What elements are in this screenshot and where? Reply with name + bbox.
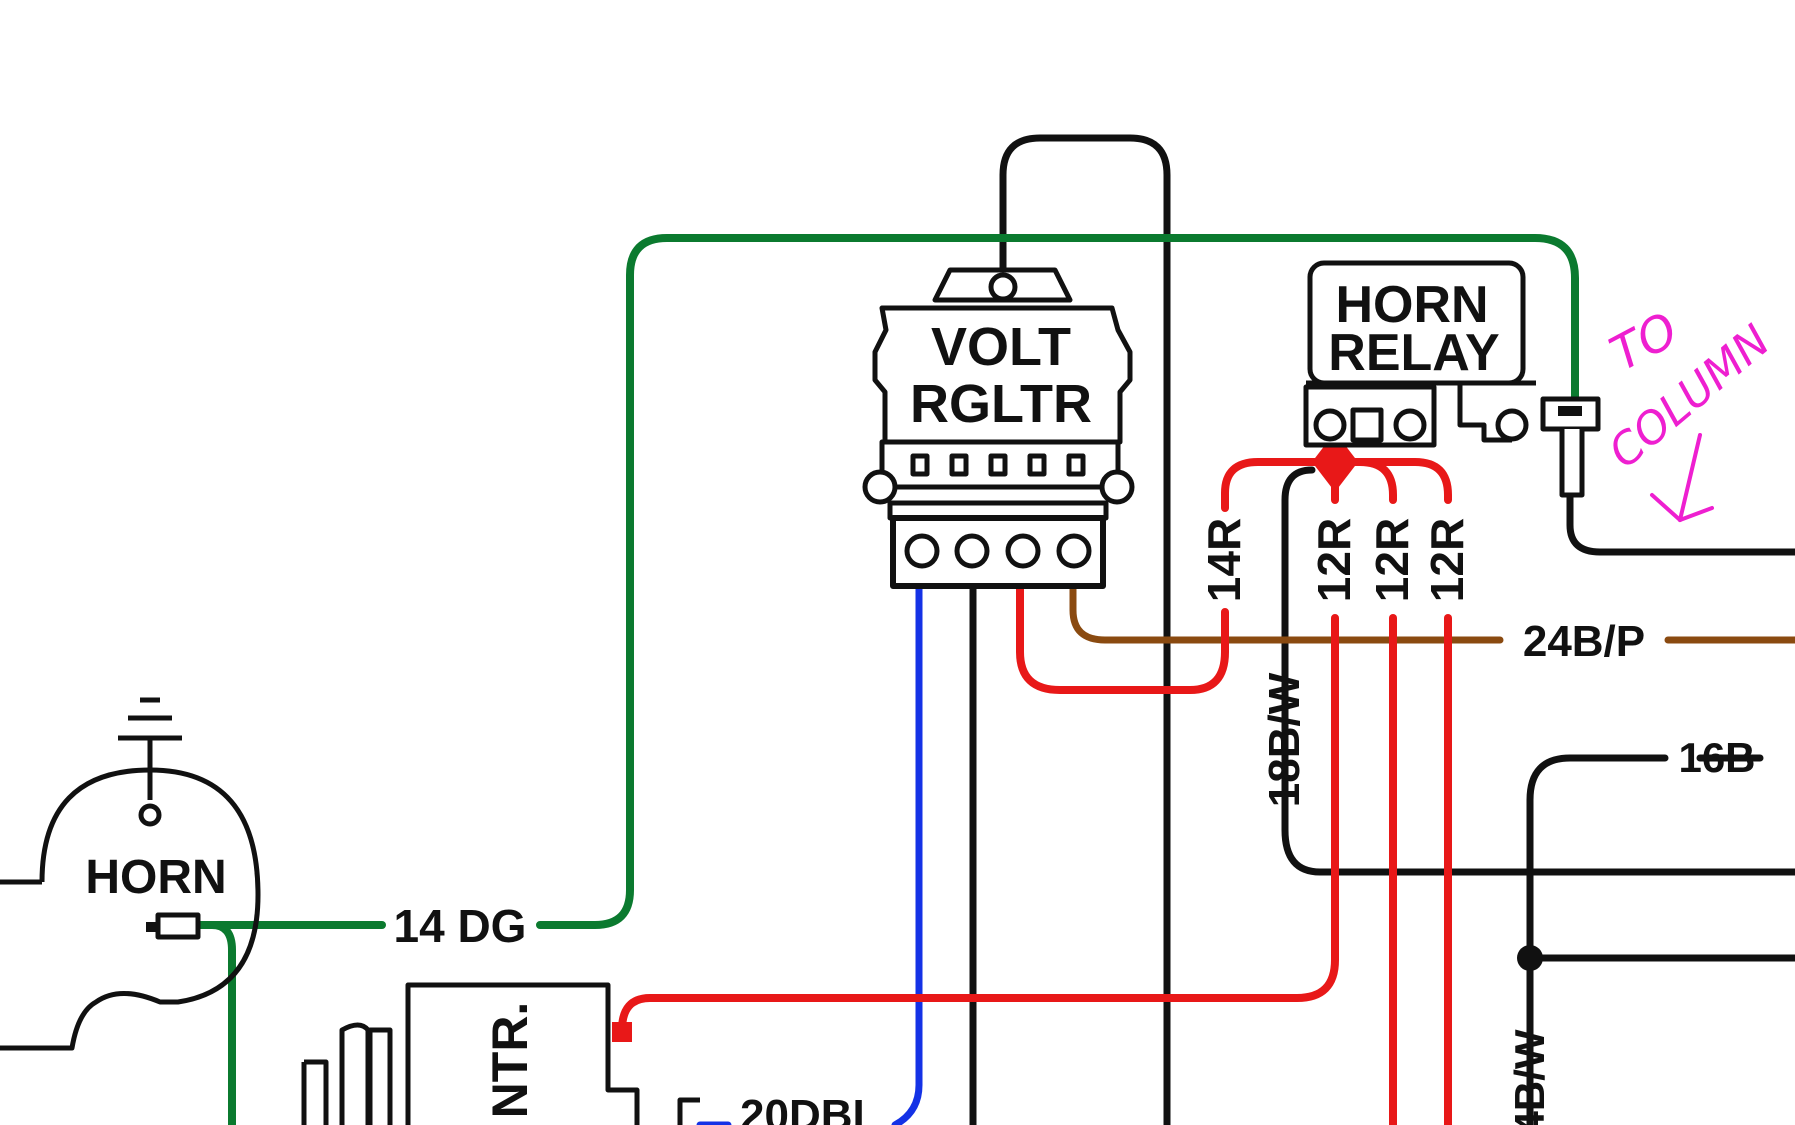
red-wire-end-terminal	[612, 1022, 632, 1042]
voltage-regulator	[862, 267, 1135, 589]
brown-wire-24bp-left	[1069, 551, 1504, 644]
black-splice-dot	[1517, 945, 1543, 971]
green-wire-14dg-right	[536, 234, 1579, 929]
red-wire-14r	[1221, 458, 1337, 512]
wire-label-14r: 14R	[1198, 518, 1250, 602]
red-wire-12r-a-down	[618, 614, 1339, 1034]
wire-label-20dbl: 20DBL	[740, 1091, 879, 1125]
black-wire-18bw	[1281, 466, 1795, 876]
wire-label-16b: 16B	[1678, 734, 1755, 781]
wire-label-12r-c: 12R	[1421, 518, 1473, 602]
red-wire-regulator-to-14r	[1016, 551, 1229, 694]
partial-component-box	[301, 982, 700, 1125]
black-wire-16b-drop	[1526, 754, 1669, 1125]
wire-label-14dg: 14 DG	[394, 900, 527, 952]
wire-label-18bw: 18B/W	[1260, 672, 1309, 807]
volt-regulator-label-line2: RGLTR	[910, 374, 1092, 434]
partial-component-label: NTR.	[482, 1002, 538, 1119]
handwritten-arrow-icon	[1650, 433, 1714, 522]
wire-label-4bw: 4B/W	[1506, 1029, 1553, 1125]
black-wire-regulator-loop	[999, 134, 1171, 1125]
horn-relay	[1303, 260, 1601, 498]
wire-label-12r-a: 12R	[1308, 518, 1360, 602]
wire-label-24bp: 24B/P	[1523, 617, 1645, 666]
volt-regulator-label-line1: VOLT	[931, 317, 1071, 377]
wire-label-12r-b: 12R	[1366, 518, 1418, 602]
green-wire-horn-drop	[208, 921, 236, 1125]
handwritten-to: TO	[1601, 302, 1687, 383]
blue-wire-20dbl	[891, 551, 923, 1125]
red-wire-12r-c	[1333, 458, 1452, 504]
horn-relay-label-line1: HORN	[1335, 276, 1488, 334]
horn-relay-label-line2: RELAY	[1328, 324, 1499, 382]
horn-component	[0, 697, 261, 1051]
horn-label: HORN	[85, 851, 226, 904]
black-wire-relay-to-column	[1566, 481, 1795, 556]
